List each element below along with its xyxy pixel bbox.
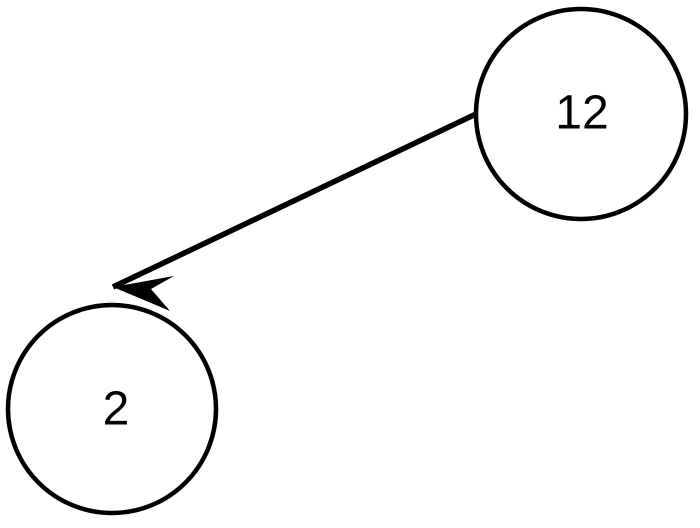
node-label: 2 xyxy=(103,383,130,436)
edge-line xyxy=(111,111,478,290)
node-label: 12 xyxy=(555,87,608,140)
node-circle xyxy=(5,302,219,516)
graph-node-2[interactable]: 2 xyxy=(5,302,219,516)
node-circle xyxy=(473,6,689,222)
arrowhead-icon xyxy=(113,276,174,311)
graph-node-12[interactable]: 12 xyxy=(473,6,689,222)
edge-12-to-2[interactable] xyxy=(111,111,478,311)
